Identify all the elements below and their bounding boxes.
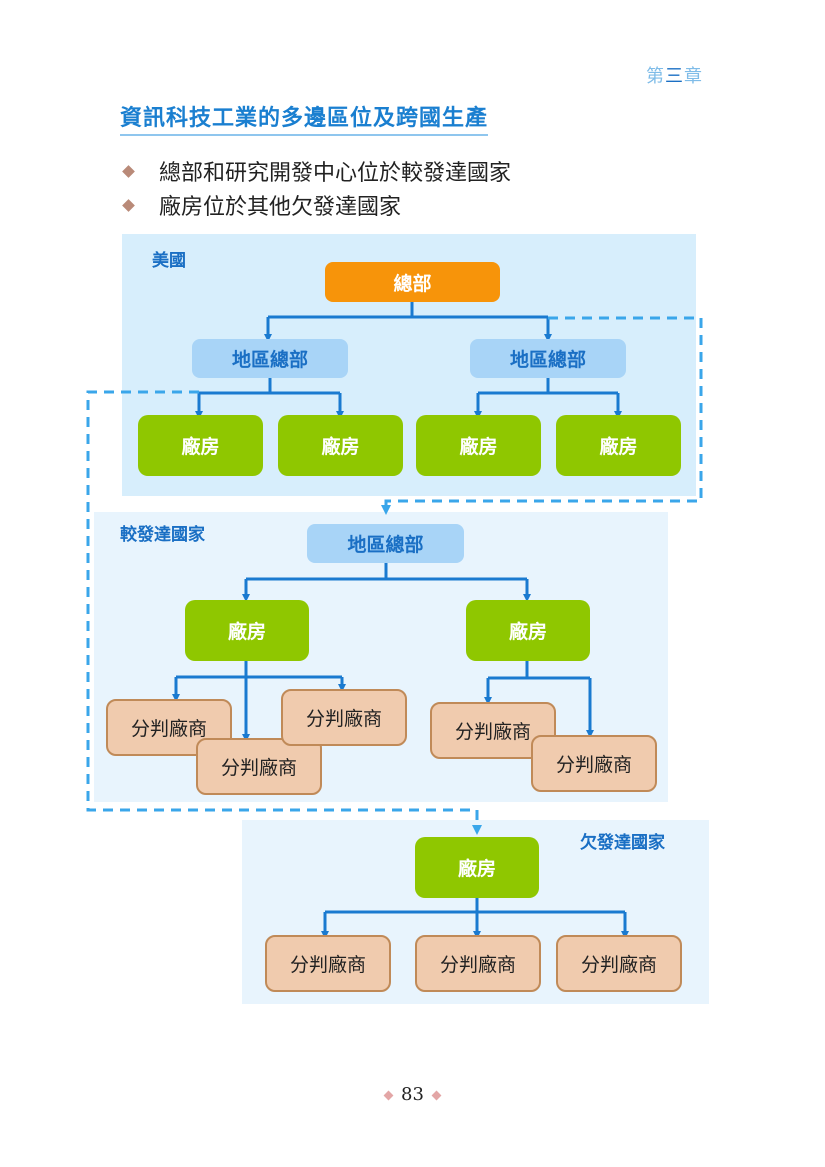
page-number: 83 — [0, 1084, 825, 1105]
node-subcontractor: 分判廠商 — [415, 935, 541, 992]
node-factory: 廠房 — [416, 415, 541, 476]
node-subcontractor: 分判廠商 — [265, 935, 391, 992]
page-title: 資訊科技工業的多邊區位及跨國生產 — [120, 100, 489, 136]
diamond-icon — [431, 1090, 442, 1100]
node-regional-hq: 地區總部 — [192, 339, 348, 378]
node-subcontractor: 分判廠商 — [556, 935, 682, 992]
node-subcontractor: 分判廠商 — [281, 689, 407, 746]
node-regional-hq: 地區總部 — [470, 339, 626, 378]
region-label-usa: 美國 — [152, 251, 186, 271]
node-factory: 廠房 — [556, 415, 681, 476]
diamond-icon — [383, 1090, 394, 1100]
node-factory: 廠房 — [466, 600, 590, 661]
region-label-less-developed: 欠發達國家 — [580, 833, 665, 853]
dashed-arrows — [86, 316, 703, 835]
node-factory: 廠房 — [185, 600, 309, 661]
node-headquarters: 總部 — [325, 262, 500, 302]
node-subcontractor: 分判廠商 — [196, 738, 322, 795]
solid-arrows — [172, 302, 629, 939]
node-subcontractor: 分判廠商 — [531, 735, 657, 792]
node-factory: 廠房 — [415, 837, 539, 898]
node-subcontractor: 分判廠商 — [106, 699, 232, 756]
region-label-developed: 較發達國家 — [120, 525, 205, 545]
node-factory: 廠房 — [278, 415, 403, 476]
node-factory: 廠房 — [138, 415, 263, 476]
bullet-item: 總部和研究開發中心位於較發達國家 — [120, 155, 511, 187]
chapter-label: 第三章 — [646, 66, 703, 87]
bullet-item: 廠房位於其他欠發達國家 — [120, 189, 401, 221]
node-regional-hq: 地區總部 — [307, 524, 464, 563]
